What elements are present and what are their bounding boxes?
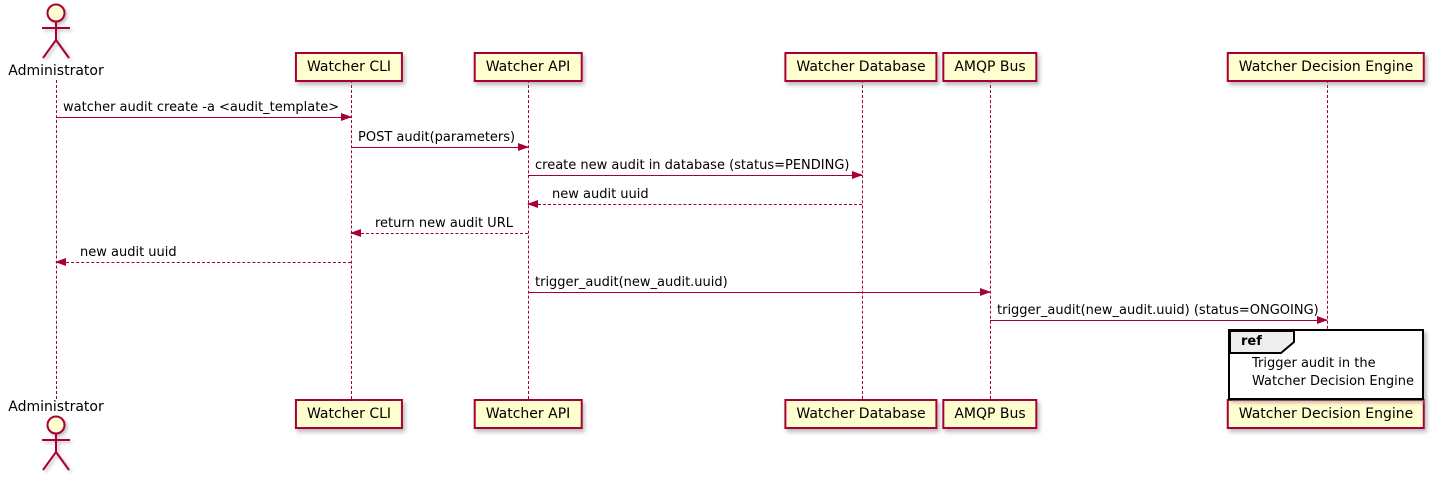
administrator-actor-icon	[42, 415, 70, 471]
administrator-actor-icon	[42, 3, 70, 59]
message-audit-create: watcher audit create -a <audit_template>	[56, 100, 352, 121]
message-post-audit: POST audit(parameters)	[351, 130, 529, 151]
participant-amqp-bus-bottom: AMQP Bus	[942, 399, 1038, 429]
participant-watcher-database-bottom: Watcher Database	[784, 399, 938, 429]
lifeline-watcher-database	[862, 80, 863, 399]
participant-watcher-api-top: Watcher API	[473, 52, 583, 82]
lifeline-amqp-bus	[990, 80, 991, 399]
participant-watcher-decision-engine-bottom: Watcher Decision Engine	[1226, 399, 1426, 429]
arrow-left-icon	[55, 258, 351, 266]
participant-watcher-cli-bottom: Watcher CLI	[294, 399, 404, 429]
lifeline-watcher-cli	[351, 80, 352, 399]
message-label: new audit uuid	[80, 245, 177, 260]
ref-body: Trigger audit in the Watcher Decision En…	[1230, 353, 1422, 398]
participant-watcher-api-bottom: Watcher API	[473, 399, 583, 429]
message-new-audit-uuid-db: new audit uuid	[527, 187, 862, 208]
message-return-audit-url: return new audit URL	[350, 216, 528, 237]
message-label: return new audit URL	[375, 216, 513, 231]
arrow-left-icon	[350, 229, 528, 237]
message-new-audit-uuid-admin: new audit uuid	[55, 245, 351, 266]
arrow-right-icon	[351, 143, 529, 151]
message-trigger-audit: trigger_audit(new_audit.uuid)	[528, 275, 991, 296]
lifeline-administrator	[56, 80, 57, 399]
message-label: trigger_audit(new_audit.uuid)	[535, 275, 728, 290]
lifeline-watcher-decision-engine	[1327, 80, 1328, 399]
ref-pentagon-icon	[1229, 330, 1295, 354]
arrow-left-icon	[527, 200, 862, 208]
ref-fragment: ref Trigger audit in the Watcher Decisio…	[1228, 329, 1424, 400]
participant-administrator-top: Administrator	[8, 63, 104, 79]
participant-watcher-database-top: Watcher Database	[784, 52, 938, 82]
participant-amqp-bus-top: AMQP Bus	[942, 52, 1038, 82]
message-label: trigger_audit(new_audit.uuid) (status=ON…	[997, 303, 1319, 318]
arrow-right-icon	[56, 113, 352, 121]
participant-administrator-bottom: Administrator	[8, 399, 104, 415]
message-create-audit-db: create new audit in database (status=PEN…	[528, 158, 863, 179]
message-label: watcher audit create -a <audit_template>	[63, 100, 340, 115]
participant-watcher-decision-engine-top: Watcher Decision Engine	[1226, 52, 1426, 82]
message-label: POST audit(parameters)	[358, 130, 516, 145]
participant-watcher-cli-top: Watcher CLI	[294, 52, 404, 82]
ref-text-line: Watcher Decision Engine	[1252, 374, 1414, 389]
arrow-right-icon	[990, 316, 1328, 324]
ref-keyword: ref	[1241, 334, 1262, 349]
message-label: create new audit in database (status=PEN…	[535, 158, 850, 173]
ref-header: ref	[1229, 330, 1422, 354]
ref-text-line: Trigger audit in the	[1252, 356, 1376, 371]
message-trigger-audit-ongoing: trigger_audit(new_audit.uuid) (status=ON…	[990, 303, 1328, 324]
arrow-right-icon	[528, 288, 991, 296]
lifeline-watcher-api	[528, 80, 529, 399]
arrow-right-icon	[528, 171, 863, 179]
message-label: new audit uuid	[552, 187, 649, 202]
